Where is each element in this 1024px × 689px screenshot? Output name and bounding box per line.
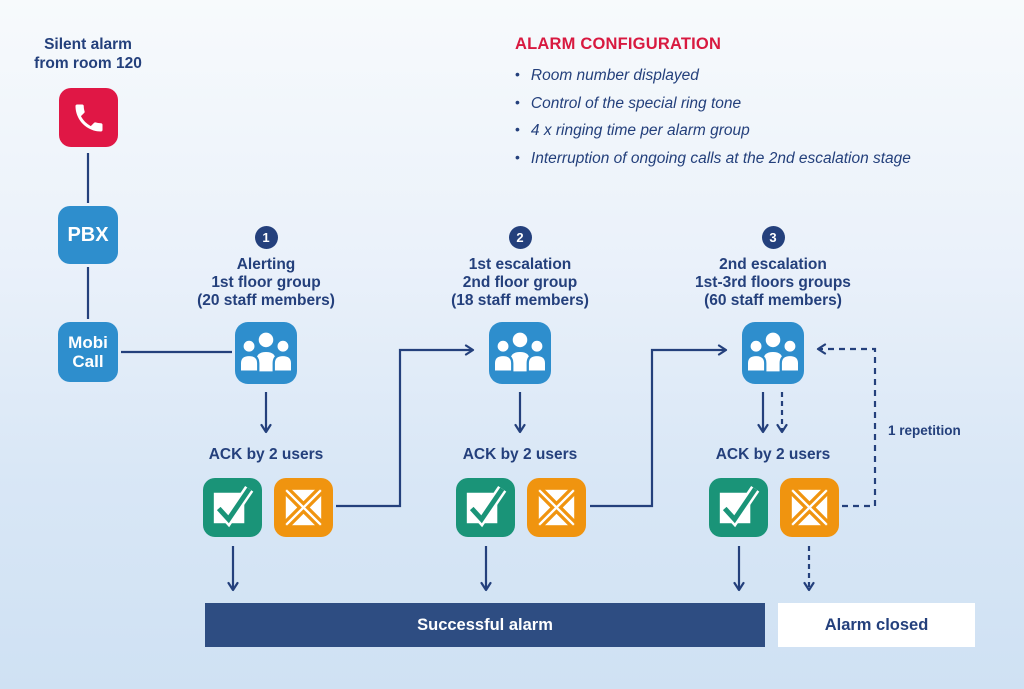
alarm-configuration-title: ALARM CONFIGURATION — [515, 35, 722, 53]
checkbox-check-icon — [213, 486, 254, 528]
crossed-box-icon — [789, 487, 830, 528]
staff-group-icon — [489, 322, 551, 384]
bullet-icon: • — [515, 93, 520, 110]
source-label: Silent alarm from room 120 — [8, 35, 168, 73]
config-item-text: Room number displayed — [530, 67, 699, 84]
bullet-icon: • — [515, 121, 520, 137]
stage-2-group: 2nd floor group — [462, 274, 578, 291]
ack-success-icon — [203, 478, 262, 537]
stage-2-members: (18 staff members) — [451, 292, 589, 309]
arrow-stage2-stage3 — [590, 344, 728, 508]
stage-3-group: 1st-3rd floors groups — [695, 274, 851, 291]
alarm-closed-bar: Alarm closed — [778, 603, 975, 647]
stage-2-number-badge: 2 — [508, 226, 532, 249]
stage-2-title: 1st escalation — [468, 256, 572, 273]
ack-label: ACK by 2 users — [462, 446, 578, 463]
staff-group-icon — [742, 322, 804, 384]
stage-3-members: (60 staff members) — [704, 292, 842, 309]
stage-1-group: 1st floor group — [211, 274, 321, 291]
source-label-line2: from room 120 — [34, 55, 142, 72]
alarm-configuration: ALARM CONFIGURATION • Room number displa… — [515, 35, 1010, 172]
ack-success-icon — [456, 478, 515, 537]
people-icon — [745, 332, 801, 373]
ack-fail-icon — [527, 478, 586, 537]
pbx-node: PBX — [58, 206, 118, 264]
mobicall-node: Mobi Call — [58, 322, 118, 382]
ack-fail-icon — [780, 478, 839, 537]
people-icon — [492, 332, 548, 373]
pbx-label: PBX — [67, 223, 109, 246]
ack-success-icon — [709, 478, 768, 537]
arrow-stage1-stage2 — [336, 344, 475, 508]
config-item-text: Interruption of ongoing calls at the 2nd… — [530, 149, 911, 167]
config-item: • Interruption of ongoing calls at the 2… — [515, 145, 1010, 173]
config-item: • 4 x ringing time per alarm group — [515, 117, 1010, 145]
crossed-box-icon — [283, 487, 324, 528]
bullet-icon: • — [515, 66, 520, 82]
crossed-box-icon — [536, 487, 577, 528]
phone-handset-icon — [75, 104, 102, 131]
ack-label: ACK by 2 users — [208, 446, 324, 463]
stage-1-members: (20 staff members) — [197, 292, 335, 309]
alarm-closed-label: Alarm closed — [824, 615, 929, 634]
stage-3-title: 2nd escalation — [719, 256, 827, 273]
successful-alarm-bar: Successful alarm — [205, 603, 765, 647]
mobicall-label-line1: Mobi — [68, 333, 108, 352]
repetition-label: 1 repetition — [888, 423, 961, 438]
staff-group-icon — [235, 322, 297, 384]
config-item: • Room number displayed — [515, 62, 1010, 90]
config-item-text: Control of the special ring tone — [530, 94, 742, 112]
successful-alarm-label: Successful alarm — [417, 615, 553, 634]
ack-fail-icon — [274, 478, 333, 537]
stage-3-number-badge: 3 — [761, 226, 785, 249]
people-icon — [238, 332, 294, 373]
checkbox-check-icon — [719, 486, 760, 528]
stage-3-header: 3 2nd escalation 1st-3rd floors groups (… — [658, 226, 888, 310]
stage-1-title: Alerting — [236, 256, 296, 273]
stage-1-number-badge: 1 — [254, 226, 278, 249]
bullet-icon: • — [515, 148, 520, 165]
checkbox-check-icon — [466, 486, 507, 528]
config-item: • Control of the special ring tone — [515, 90, 1010, 118]
mobicall-label-line2: Call — [72, 352, 104, 371]
config-item-text: 4 x ringing time per alarm group — [530, 122, 750, 139]
stage-2-header: 2 1st escalation 2nd floor group (18 sta… — [405, 226, 635, 310]
phone-icon — [59, 88, 118, 147]
source-label-line1: Silent alarm — [44, 36, 132, 53]
ack-label: ACK by 2 users — [715, 446, 831, 463]
stage-1-header: 1 Alerting 1st floor group (20 staff mem… — [151, 226, 381, 310]
